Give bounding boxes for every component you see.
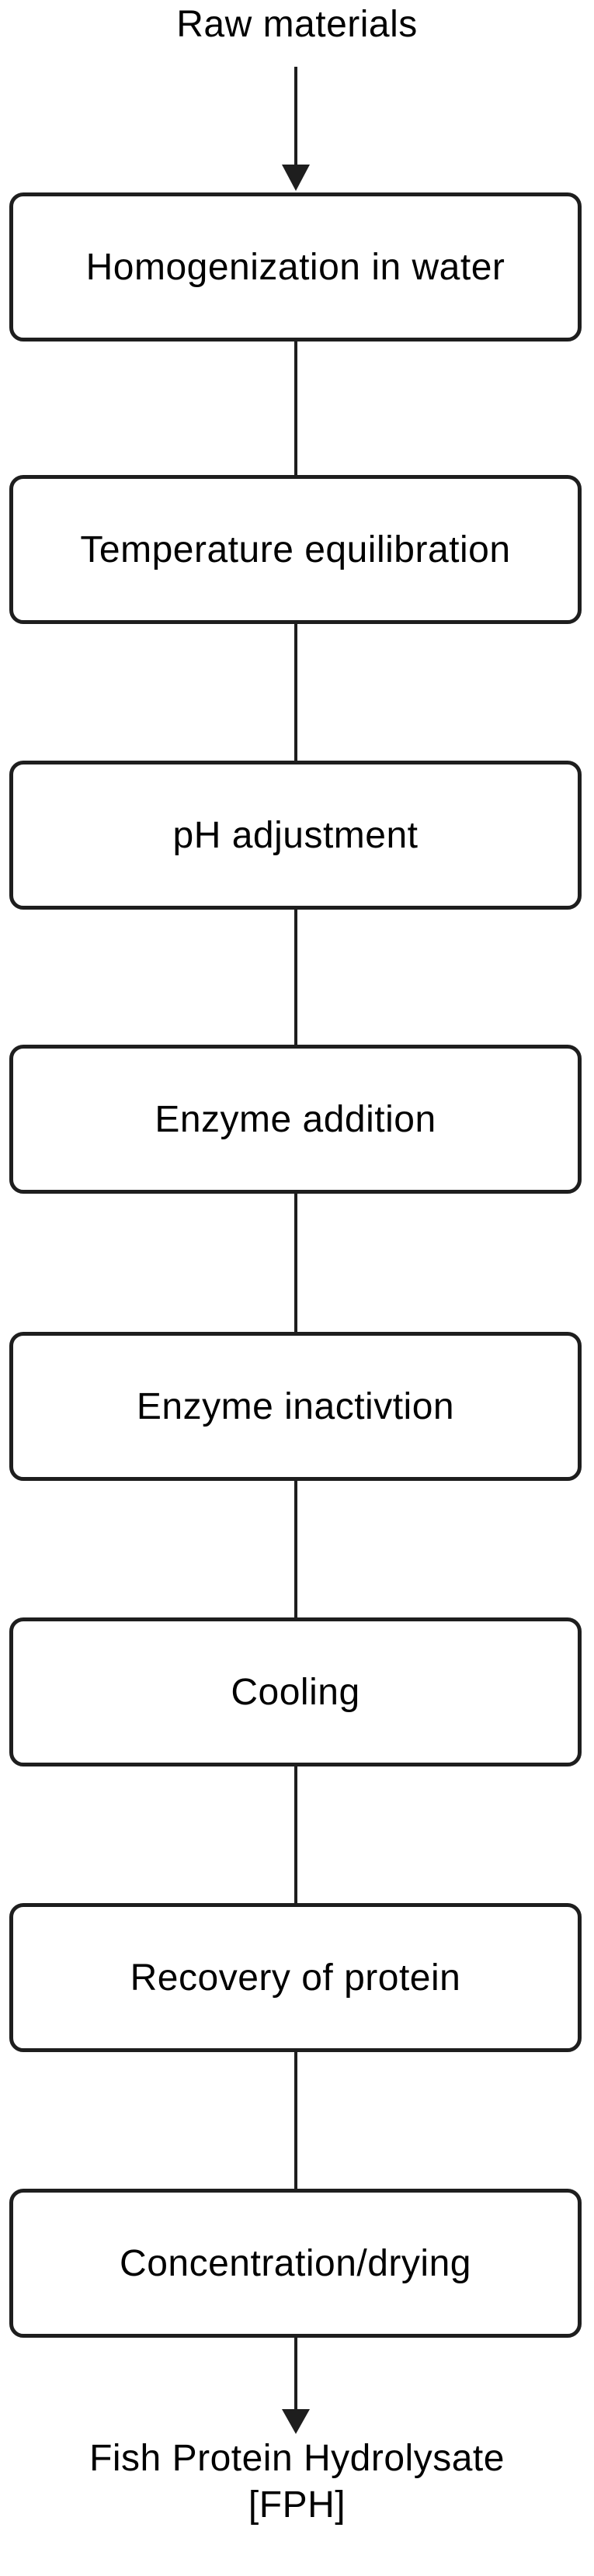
step-ph-adjustment: pH adjustment <box>9 761 582 910</box>
step-enzyme-addition: Enzyme addition <box>9 1045 582 1194</box>
step-label: Cooling <box>231 1671 360 1713</box>
step-recovery-of-protein: Recovery of protein <box>9 1903 582 2052</box>
step-label: Enzyme inactivtion <box>136 1385 455 1427</box>
arrow-head-start <box>282 165 310 191</box>
step-label: Recovery of protein <box>130 1957 461 1999</box>
step-homogenization: Homogenization in water <box>9 192 582 342</box>
end-label-line-1: Fish Protein Hydrolysate <box>89 2438 505 2479</box>
step-label: Homogenization in water <box>85 246 505 288</box>
step-label: Concentration/drying <box>120 2242 471 2284</box>
step-enzyme-inactivation: Enzyme inactivtion <box>9 1332 582 1481</box>
step-concentration-drying: Concentration/drying <box>9 2189 582 2338</box>
step-temperature-equilibration: Temperature equilibration <box>9 475 582 624</box>
end-label: Fish Protein Hydrolysate [FPH] <box>0 2436 594 2529</box>
step-label: Enzyme addition <box>155 1098 436 1140</box>
step-label: pH adjustment <box>172 814 419 856</box>
step-label: Temperature equilibration <box>80 529 511 570</box>
arrow-head-end <box>282 2409 310 2434</box>
end-label-line-2: [FPH] <box>248 2484 346 2526</box>
start-label: Raw materials <box>176 4 418 45</box>
step-cooling: Cooling <box>9 1617 582 1766</box>
